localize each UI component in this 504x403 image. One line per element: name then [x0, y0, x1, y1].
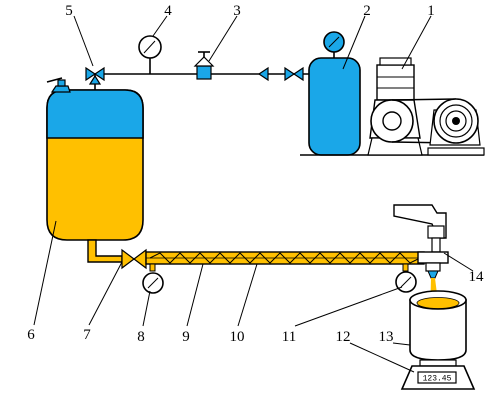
callout-14: 14: [469, 269, 485, 285]
pressure-tank: [46, 77, 144, 241]
gas-line: [85, 35, 320, 90]
weighing-scale: 123.45: [400, 359, 476, 390]
callout-10: 10: [230, 329, 245, 345]
scale-readout: 123.45: [423, 375, 452, 384]
scale-display: [417, 371, 457, 384]
callout-8: 8: [137, 329, 145, 345]
callout-7: 7: [83, 327, 91, 343]
air-compressor: [300, 57, 485, 156]
check-valve-icon: [257, 66, 269, 82]
callout-5: 5: [65, 3, 73, 19]
outlet-pipe: [87, 239, 147, 270]
callout-6: 6: [27, 327, 35, 343]
pressure-gauge-11-icon: [395, 263, 417, 293]
container: [409, 290, 467, 361]
air-receiver-tank: [308, 31, 361, 156]
screw-tube: [145, 251, 425, 265]
nozzle-icon: [427, 270, 439, 279]
valve-5-icon: [85, 66, 105, 85]
valve-7-icon: [121, 248, 147, 270]
dispensing-head: [393, 204, 449, 279]
tank-gas-space: [46, 89, 144, 139]
callout-2: 2: [363, 3, 371, 19]
callout-3: 3: [233, 3, 241, 19]
callout-13: 13: [379, 329, 394, 345]
callout-11: 11: [282, 329, 296, 345]
pressure-gauge-8-icon: [142, 263, 164, 294]
pressure-regulator-3-icon: [193, 51, 215, 80]
callout-12: 12: [336, 329, 351, 345]
pressure-gauge-4-icon: [138, 35, 162, 74]
callout-4: 4: [164, 3, 172, 19]
callout-1: 1: [427, 3, 435, 19]
callout-labels: 1 2 3 4 5 6 7 8 9 10 11 12 13 14: [27, 3, 484, 345]
leader-lines: [33, 15, 474, 373]
valve-2-inlet-icon: [284, 66, 304, 82]
relief-valve-icon: [50, 85, 71, 93]
callout-9: 9: [182, 329, 190, 345]
container-fill: [416, 297, 460, 309]
